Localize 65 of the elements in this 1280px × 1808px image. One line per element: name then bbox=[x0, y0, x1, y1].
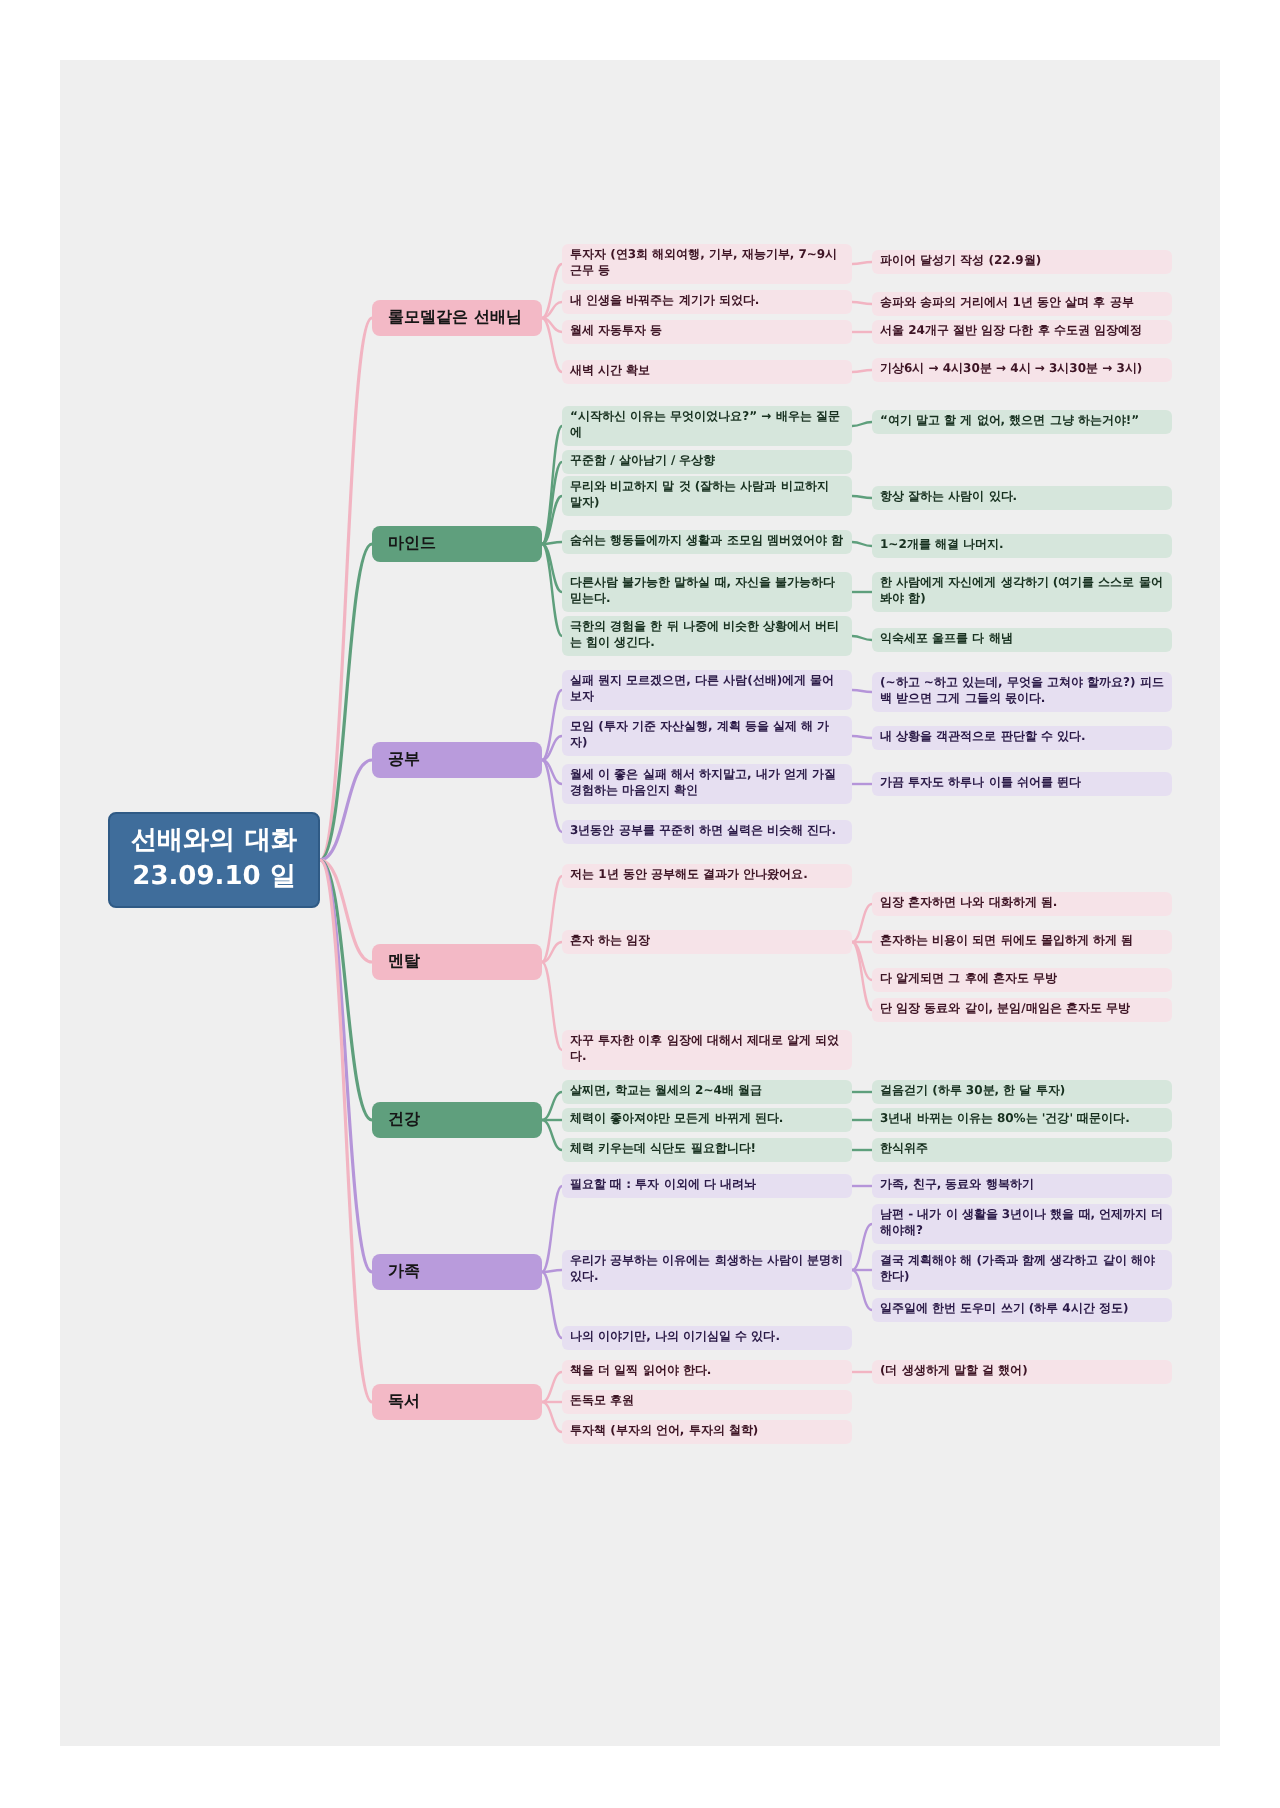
connector-line bbox=[541, 1370, 563, 1404]
connector-line bbox=[541, 1268, 563, 1274]
connector-line bbox=[542, 1118, 562, 1122]
central-topic-box: 선배와의 대화 23.09.10 일 bbox=[108, 812, 320, 908]
branch-topic-box: 독서 bbox=[372, 1384, 542, 1420]
connector-line bbox=[541, 758, 563, 786]
connector-line bbox=[852, 1268, 872, 1272]
connector-line bbox=[852, 782, 872, 786]
connector-line bbox=[319, 758, 373, 862]
connector-line bbox=[851, 941, 873, 1011]
connector-line bbox=[852, 1118, 872, 1122]
connector-line bbox=[541, 262, 563, 320]
connector-line bbox=[852, 1090, 872, 1094]
connector-line bbox=[541, 1118, 563, 1152]
connector-line bbox=[541, 759, 563, 833]
connector-line bbox=[851, 368, 873, 374]
connector-line bbox=[541, 542, 563, 594]
connector-line bbox=[851, 420, 873, 428]
connector-line bbox=[541, 540, 563, 546]
connector-line bbox=[318, 542, 374, 862]
connector-line bbox=[852, 330, 872, 334]
connector-line bbox=[541, 961, 563, 1051]
branch-topic-box: 롤모델같은 선배님 bbox=[372, 300, 542, 336]
connector-line bbox=[542, 1400, 562, 1404]
connector-line bbox=[541, 316, 563, 334]
connector-line bbox=[541, 1271, 563, 1339]
connector-line bbox=[541, 543, 563, 637]
connector-line bbox=[852, 1148, 872, 1152]
connector-line bbox=[541, 689, 563, 761]
connector-line bbox=[541, 300, 563, 320]
connector-line bbox=[318, 317, 374, 861]
connector-line bbox=[541, 940, 563, 964]
connector-line bbox=[318, 859, 374, 1403]
connector-line bbox=[851, 734, 873, 740]
connector-line bbox=[541, 1185, 563, 1273]
connector-line bbox=[851, 1222, 873, 1272]
connector-line bbox=[541, 1090, 563, 1122]
connector-line bbox=[851, 940, 873, 982]
connector-line bbox=[851, 540, 873, 548]
connector-line bbox=[318, 859, 374, 1273]
connector-line bbox=[541, 1400, 563, 1434]
connector-line bbox=[851, 688, 873, 694]
connector-line bbox=[541, 425, 563, 545]
connector-line bbox=[851, 260, 873, 266]
connector-line bbox=[851, 300, 873, 306]
connector-line bbox=[319, 858, 373, 964]
branch-topic-box: 멘탈 bbox=[372, 944, 542, 980]
connector-line bbox=[541, 494, 563, 546]
branch-topic-box: 마인드 bbox=[372, 526, 542, 562]
connector-line bbox=[852, 940, 872, 944]
connector-line bbox=[541, 316, 563, 374]
connector-line bbox=[851, 902, 873, 944]
connector-line bbox=[852, 1184, 872, 1188]
branch-topic-box: 공부 bbox=[372, 742, 542, 778]
branch-topic-box: 가족 bbox=[372, 1254, 542, 1290]
connector-line bbox=[318, 858, 374, 1122]
connector-line bbox=[541, 734, 563, 762]
connector-line bbox=[851, 1268, 873, 1312]
connector-line bbox=[851, 634, 873, 642]
connector-line bbox=[851, 494, 873, 500]
connector-line bbox=[852, 590, 872, 594]
connector-line bbox=[541, 875, 563, 963]
connector-line bbox=[541, 461, 563, 545]
branch-topic-box: 건강 bbox=[372, 1102, 542, 1138]
connector-line bbox=[852, 1370, 872, 1374]
